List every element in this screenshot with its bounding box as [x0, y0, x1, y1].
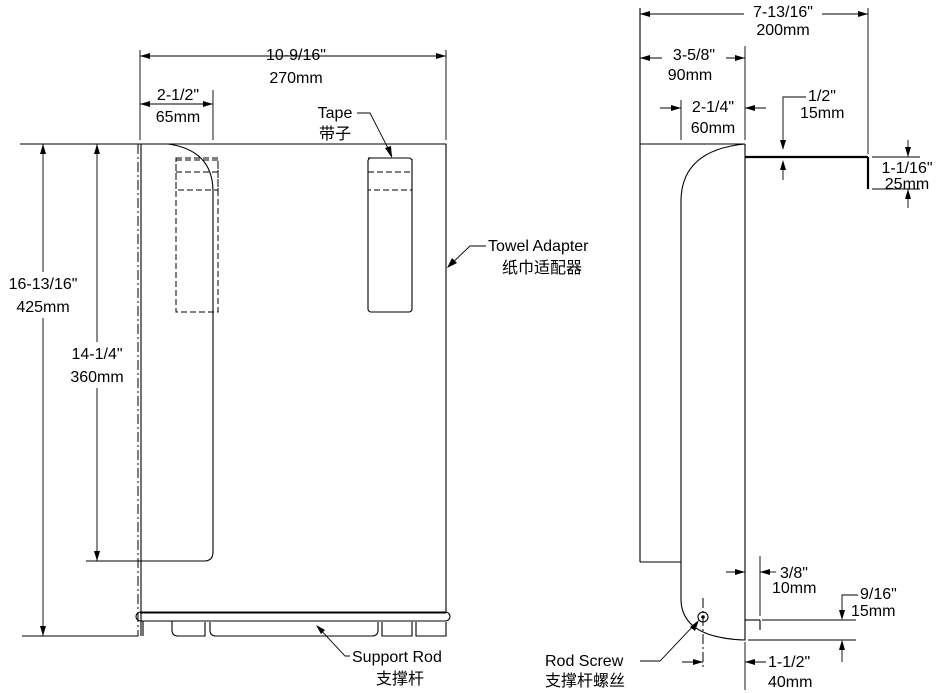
flange-leader-top	[782, 96, 806, 140]
inner-height-label-bg	[58, 342, 136, 388]
screw-mm-label: 40mm	[768, 674, 812, 691]
offset-mm-label: 65mm	[156, 109, 200, 126]
front-view: 10-9/16" 270mm 2-1/2" 65mm Tape 带子 Towel…	[2, 47, 589, 688]
height-inch-label: 16-13/16"	[9, 276, 78, 293]
overall-inch-label: 7-13/16"	[753, 4, 813, 21]
offset-inch-label: 2-1/2"	[157, 87, 199, 104]
tape-right-clip	[367, 157, 413, 191]
adapter-leader-arrow	[447, 258, 457, 268]
rod-bracket-right	[381, 622, 447, 637]
adapter-label-cn: 纸巾适配器	[502, 259, 582, 277]
screw-arrow-right	[745, 659, 755, 665]
width-arrow-right	[436, 53, 446, 59]
inner-mm-label: 60mm	[691, 120, 735, 137]
tape-left-dashed	[175, 159, 219, 313]
width-arrow-left	[140, 53, 150, 59]
inner-height-inch-label: 14-1/4"	[71, 346, 122, 363]
flange-inch-label: 1/2"	[808, 88, 836, 105]
rod-leader	[317, 626, 350, 657]
screw-label-en: Rod Screw	[545, 653, 624, 670]
gap-arrow-right	[760, 569, 770, 575]
support-rod	[135, 611, 451, 622]
rod-label-cn: 支撑杆	[376, 670, 424, 688]
bottom-dim-top	[841, 594, 858, 612]
height-arrow-top	[40, 144, 46, 154]
height-label-bg	[2, 272, 84, 318]
overall-arrow-right	[858, 11, 868, 17]
width-mm-label: 270mm	[269, 70, 322, 87]
lip-inch-label: 1-1/16"	[881, 160, 932, 177]
flange-arrow-top	[780, 140, 786, 150]
height-mm-label: 425mm	[16, 299, 69, 316]
side-adapter-profile	[680, 143, 746, 641]
adapter-panel-outline	[140, 143, 447, 614]
bottom-mm-label: 15mm	[851, 603, 895, 620]
inner-inch-label: 2-1/4"	[692, 99, 734, 116]
overall-label-bg	[744, 4, 822, 20]
tape-left-clip	[175, 157, 219, 191]
lip-mm-label: 25mm	[885, 176, 929, 193]
flange-arrow-bottom	[780, 160, 786, 170]
offset-arrow-left	[140, 101, 150, 107]
side-view: 7-13/16" 200mm 3-5/8" 90mm 2-1/4" 60mm 1…	[545, 4, 937, 691]
offset-arrow-right	[203, 101, 213, 107]
screw-leader-arrow	[690, 620, 699, 631]
height-arrow-bottom	[40, 626, 46, 636]
screw-arrow-left	[693, 659, 703, 665]
tape-label-en: Tape	[318, 105, 353, 122]
rod-bracket-left	[142, 621, 206, 637]
gap-inch-label: 3/8"	[780, 565, 808, 582]
depth-arrow-left	[640, 55, 650, 61]
bottom-arrow-top	[839, 610, 845, 620]
width-inch-label: 10-9/16"	[266, 47, 326, 64]
inner-height-arrow-bottom	[94, 551, 100, 561]
gap-arrow-left	[735, 569, 745, 575]
depth-mm-label: 90mm	[668, 67, 712, 84]
bottom-arrow-bottom	[839, 640, 845, 650]
overall-mm-label: 200mm	[756, 22, 809, 39]
lip-arrow-top	[905, 147, 911, 157]
gap-mm-label: 10mm	[772, 580, 816, 597]
tape-leader-arrow	[385, 146, 392, 158]
lip-label-bg	[877, 159, 937, 187]
tape-label-cn: 带子	[319, 125, 351, 143]
adapter-label-en: Towel Adapter	[488, 238, 589, 255]
tape-leader	[357, 112, 393, 157]
inner-height-mm-label: 360mm	[70, 369, 123, 386]
depth-arrow-right	[735, 55, 745, 61]
rod-leader-arrow	[316, 625, 325, 634]
bottom-inch-label: 9/16"	[860, 586, 897, 603]
rod-bracket-mid	[209, 622, 379, 637]
screw-inch-label: 1-1/2"	[768, 654, 810, 671]
inner-height-arrow-top	[94, 144, 100, 154]
flange-mm-label: 15mm	[800, 105, 844, 122]
screw-label-cn: 支撑杆螺丝	[545, 672, 625, 690]
depth-label-bg	[662, 47, 726, 62]
overall-arrow-left	[640, 11, 650, 17]
depth-inch-label: 3-5/8"	[673, 47, 715, 64]
rod-label-en: Support Rod	[352, 649, 442, 666]
adapter-leader	[448, 245, 486, 267]
inner-arrow-left	[671, 105, 681, 111]
tape-right	[367, 157, 413, 313]
inner-arrow-right	[745, 105, 755, 111]
screw-leader	[640, 621, 698, 662]
lip-arrow-bottom	[905, 189, 911, 199]
inner-slot-outline	[86, 143, 214, 562]
